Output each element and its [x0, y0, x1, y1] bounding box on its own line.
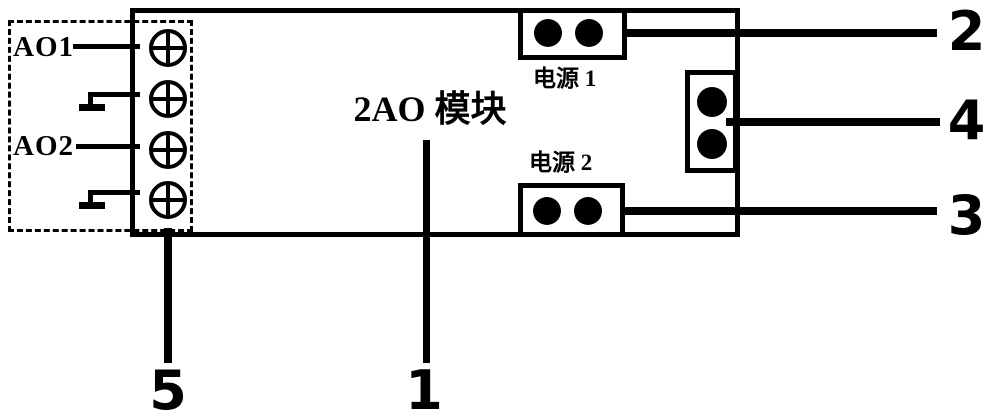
- power2-label: 电源 2: [529, 150, 593, 175]
- module-body-outline: [130, 8, 740, 237]
- screw-cross-v: [166, 185, 170, 215]
- callout-3-leader-line: [625, 207, 937, 215]
- screw-terminal-icon: [149, 181, 187, 219]
- callout-4-leader-line: [726, 118, 940, 126]
- pin-icon: [697, 129, 727, 159]
- ao1-signal-line: [73, 44, 140, 49]
- callout-number-2: 2: [947, 0, 986, 63]
- screw-cross-v: [166, 135, 170, 165]
- callout-number-4: 4: [947, 89, 986, 152]
- pin-icon: [697, 87, 727, 117]
- hook-horizontal-segment: [88, 92, 140, 97]
- ao2-label: AO2: [13, 130, 74, 162]
- screw-terminal-icon: [149, 29, 187, 67]
- hook-foot-bar: [79, 202, 105, 209]
- ao2-signal-line: [76, 144, 140, 149]
- callout-5-leader-line: [164, 228, 172, 363]
- ao1-label: AO1: [13, 31, 74, 63]
- callout-number-1: 1: [405, 359, 443, 420]
- pin-icon: [533, 197, 561, 225]
- module-title: 2AO 模块: [353, 89, 507, 129]
- screw-cross-v: [166, 84, 170, 114]
- pin-icon: [574, 197, 602, 225]
- pin-icon: [534, 19, 562, 47]
- hook-vertical-segment: [88, 190, 93, 207]
- callout-2-leader-line: [627, 29, 937, 37]
- hook-vertical-segment: [88, 92, 93, 109]
- power1-label: 电源 1: [533, 66, 597, 91]
- callout-1-leader-line: [423, 140, 430, 363]
- power2-connector-box: [518, 183, 625, 237]
- pin-icon: [575, 19, 603, 47]
- screw-terminal-icon: [149, 131, 187, 169]
- power1-connector-box: [518, 8, 627, 60]
- hook-foot-bar: [79, 104, 105, 111]
- callout-number-5: 5: [149, 359, 187, 420]
- screw-terminal-icon: [149, 80, 187, 118]
- callout-number-3: 3: [947, 184, 986, 247]
- analog-output-group-dashed-box: [8, 20, 193, 232]
- screw-cross-v: [166, 33, 170, 63]
- hook-horizontal-segment: [88, 190, 140, 195]
